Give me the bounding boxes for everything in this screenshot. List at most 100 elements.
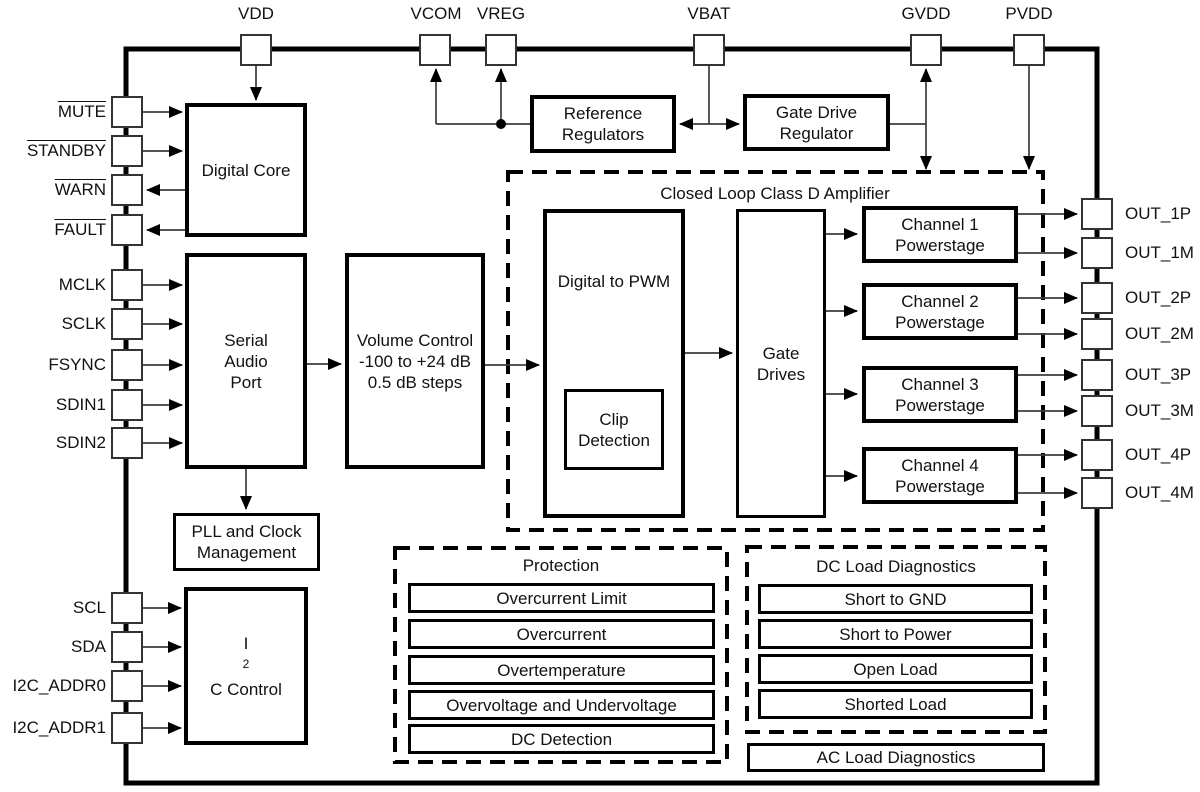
pin-label-i2c-addr0: I2C_ADDR0 — [12, 676, 106, 695]
wires — [143, 66, 1078, 734]
item-label: Short to GND — [844, 589, 947, 609]
i2c-sup: 2 — [242, 656, 250, 671]
pin-label-out-3m: OUT_3M — [1125, 401, 1194, 420]
pin-label-sclk: SCLK — [61, 314, 106, 333]
pin-label-gvdd: GVDD — [901, 4, 951, 23]
pin-out-4m — [1081, 477, 1113, 509]
block-label: Serial — [224, 330, 268, 350]
block-label: Powerstage — [895, 476, 985, 496]
pin-warn — [111, 174, 143, 206]
pin-label-out-2p: OUT_2P — [1125, 288, 1192, 307]
pin-out-1m — [1081, 237, 1113, 269]
block-label: Digital Core — [201, 160, 291, 180]
block-digital-to-pwm: Digital to PWM — [543, 209, 685, 518]
dc-load-item-short-to-gnd: Short to GND — [758, 584, 1033, 614]
pin-label-fsync: FSYNC — [48, 355, 106, 374]
block-label: Port — [230, 372, 262, 392]
block-label: Channel 1 — [901, 214, 979, 234]
pin-label-out-1m: OUT_1M — [1125, 243, 1194, 262]
block-reference-regulators: Reference Regulators — [530, 95, 676, 153]
block-label: 0.5 dB steps — [367, 372, 463, 392]
block-label: Regulator — [779, 123, 854, 143]
pin-label-out-1p: OUT_1P — [1125, 204, 1192, 223]
dc-load-item-short-to-power: Short to Power — [758, 619, 1033, 649]
pin-label-scl: SCL — [72, 598, 106, 617]
pin-vcom — [419, 34, 451, 66]
pin-pvdd — [1013, 34, 1045, 66]
pin-label-out-2m: OUT_2M — [1125, 324, 1194, 343]
block-gate-drive-regulator: Gate Drive Regulator — [743, 94, 890, 151]
pin-out-2p — [1081, 282, 1113, 314]
block-label: Detection — [578, 430, 650, 450]
block-volume-control: Volume Control -100 to +24 dB 0.5 dB ste… — [345, 253, 485, 469]
pin-label-vbat: VBAT — [687, 4, 731, 23]
pin-label-vcom: VCOM — [410, 4, 462, 23]
dc-load-item-shorted-load: Shorted Load — [758, 689, 1033, 719]
pin-vdd — [240, 34, 272, 66]
protection-item-overtemperature: Overtemperature — [408, 655, 715, 685]
pin-label-sdin1: SDIN1 — [55, 395, 106, 414]
item-label: Overcurrent — [516, 624, 607, 644]
protection-item-overcurrent-limit: Overcurrent Limit — [408, 583, 715, 613]
block-label: Digital to PWM — [557, 272, 671, 291]
item-label: Overtemperature — [497, 660, 626, 680]
protection-item-overcurrent: Overcurrent — [408, 619, 715, 649]
pin-label-sda: SDA — [71, 637, 106, 656]
pin-sdin1 — [111, 389, 143, 421]
pin-label-sdin2: SDIN2 — [55, 433, 106, 452]
block-gate-drives: Gate Drives — [736, 209, 826, 518]
block-label: Regulators — [561, 125, 645, 144]
block-clip-detection: Clip Detection — [564, 389, 664, 470]
item-label: Short to Power — [839, 624, 952, 644]
pin-label-i2c-addr1: I2C_ADDR1 — [12, 718, 106, 737]
protection-title: Protection — [522, 556, 600, 575]
block-label: -100 to +24 dB — [358, 351, 471, 371]
pin-out-1p — [1081, 198, 1113, 230]
pin-label-vdd: VDD — [238, 4, 274, 23]
block-channel-2-powerstage: Channel 2 Powerstage — [862, 283, 1018, 340]
pin-label-pvdd: PVDD — [1005, 4, 1053, 23]
pin-label-mclk: MCLK — [58, 275, 106, 294]
dc-load-item-open-load: Open Load — [758, 654, 1033, 684]
pin-label-warn: WARN — [54, 180, 106, 199]
i2c-rest: C Control — [210, 679, 282, 699]
block-label: Powerstage — [895, 312, 985, 332]
block-label: Powerstage — [895, 235, 985, 255]
item-label: DC Detection — [510, 729, 613, 749]
pin-out-3p — [1081, 359, 1113, 391]
block-serial-audio-port: Serial Audio Port — [185, 253, 307, 469]
pin-scl — [111, 592, 143, 624]
block-label: Volume Control — [356, 330, 474, 350]
class-d-title: Closed Loop Class D Amplifier — [660, 184, 890, 203]
protection-item-dc-detection: DC Detection — [408, 724, 715, 754]
pin-label-mute: MUTE — [57, 102, 106, 121]
pin-label-out-4p: OUT_4P — [1125, 445, 1192, 464]
pin-fault — [111, 214, 143, 246]
block-label: Reference — [563, 104, 643, 123]
pin-out-4p — [1081, 439, 1113, 471]
protection-item-overvoltage-undervoltage: Overvoltage and Undervoltage — [408, 690, 715, 720]
block-label: Clip — [599, 409, 629, 429]
block-label: Management — [196, 543, 297, 562]
pin-out-3m — [1081, 395, 1113, 427]
block-label: Channel 3 — [901, 374, 979, 394]
dc-load-title: DC Load Diagnostics — [816, 557, 976, 576]
pin-standby — [111, 135, 143, 167]
pin-vreg — [485, 34, 517, 66]
pin-out-2m — [1081, 318, 1113, 350]
pin-gvdd — [910, 34, 942, 66]
pin-label-fault: FAULT — [54, 220, 106, 239]
block-ac-load-diagnostics: AC Load Diagnostics — [747, 743, 1045, 772]
item-label: Overcurrent Limit — [496, 588, 627, 608]
item-label: Shorted Load — [844, 694, 947, 714]
pin-label-vreg: VREG — [476, 4, 526, 23]
block-label: Drives — [756, 364, 806, 384]
pin-mute — [111, 96, 143, 128]
block-channel-1-powerstage: Channel 1 Powerstage — [862, 206, 1018, 263]
pin-sdin2 — [111, 427, 143, 459]
block-label: Gate — [762, 343, 800, 363]
pin-sclk — [111, 308, 143, 340]
